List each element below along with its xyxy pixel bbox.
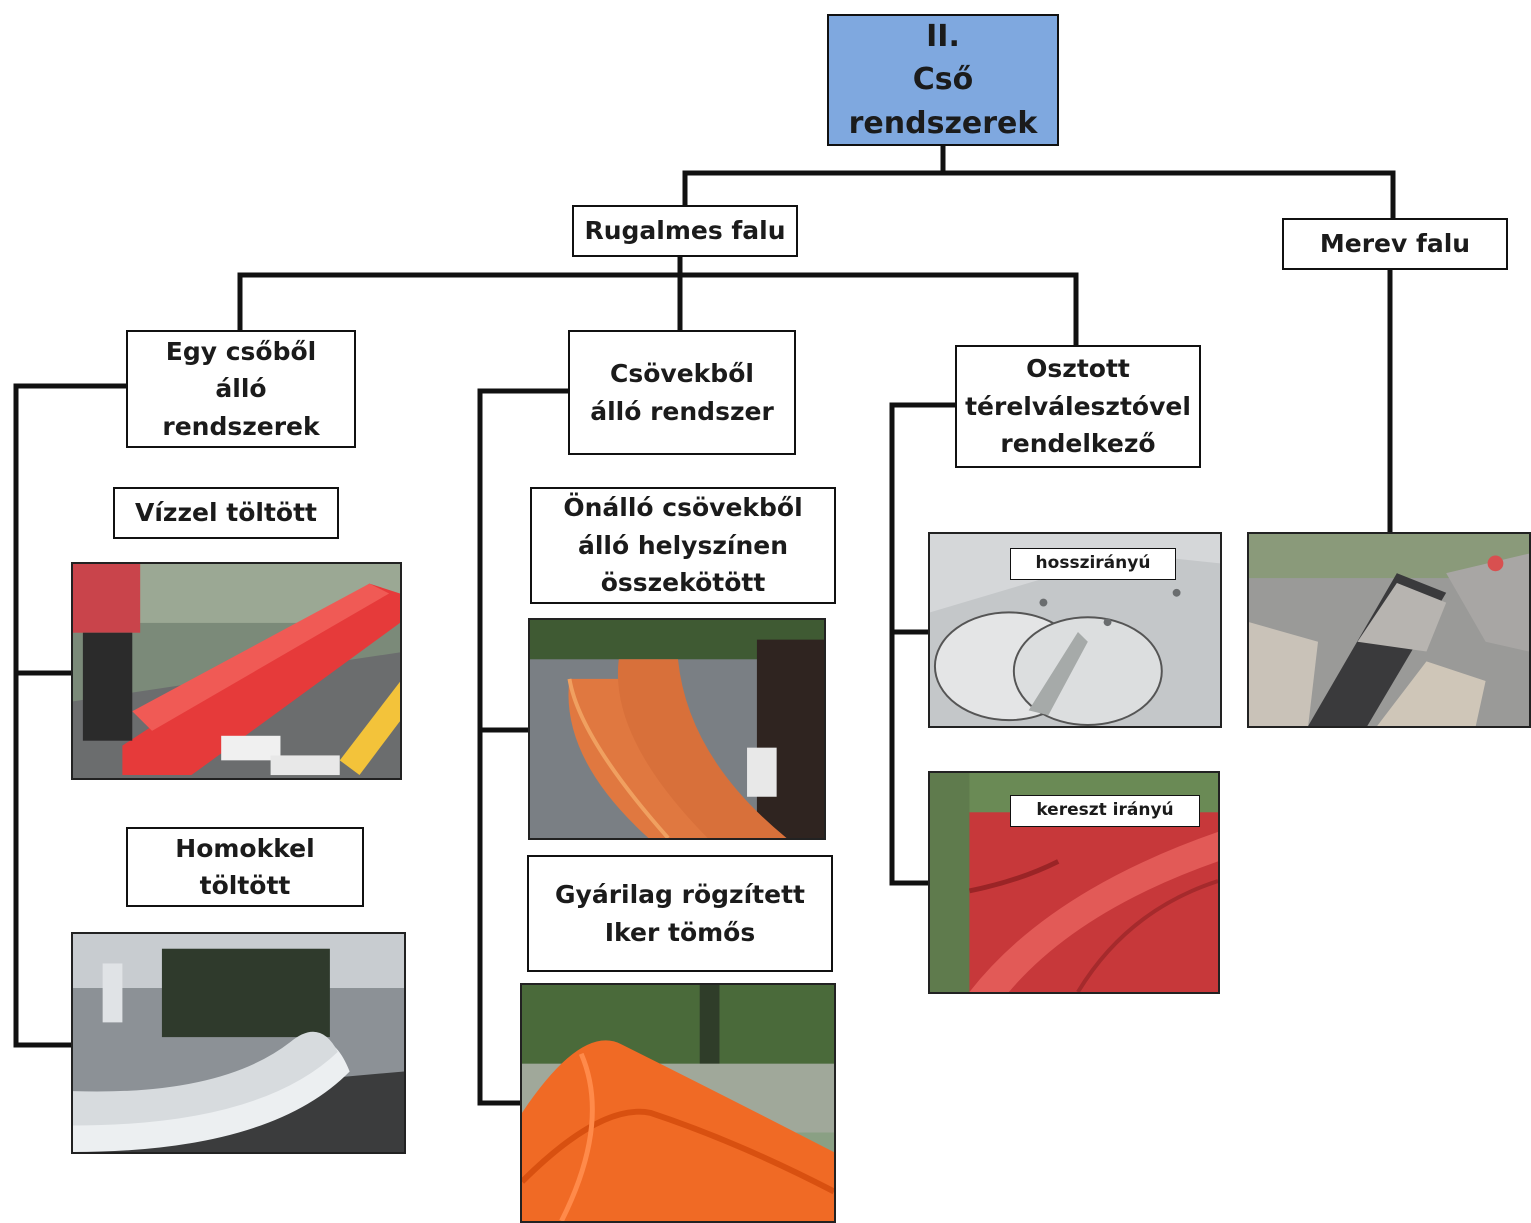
- rigid-wall-photo: [1247, 532, 1531, 728]
- sand-filled-photo: [71, 932, 406, 1154]
- factory-twin-node: Gyárilag rögzített Iker tömős: [527, 855, 833, 972]
- multi-tube-node: Csövekből álló rendszer: [568, 330, 796, 455]
- transverse-label: kereszt irányú: [1010, 795, 1200, 827]
- independent-tubes-photo: [528, 618, 826, 840]
- independent-tubes-node: Önálló csövekből álló helyszínen összekö…: [530, 487, 836, 604]
- water-filled-photo: [71, 562, 402, 780]
- flexible-wall-node: Rugalmes falu: [572, 205, 798, 257]
- rigid-wall-node: Merev falu: [1282, 218, 1508, 270]
- factory-twin-photo: [520, 983, 836, 1223]
- divided-node: Osztott térelválesztóvel rendelkező: [955, 345, 1201, 468]
- longitudinal-label: hosszirányú: [1010, 548, 1176, 580]
- water-filled-node: Vízzel töltött: [113, 487, 339, 539]
- single-tube-node: Egy csőből álló rendszerek: [126, 330, 356, 448]
- root-node: II. Cső rendszerek: [827, 14, 1059, 146]
- sand-filled-node: Homokkel töltött: [126, 827, 364, 907]
